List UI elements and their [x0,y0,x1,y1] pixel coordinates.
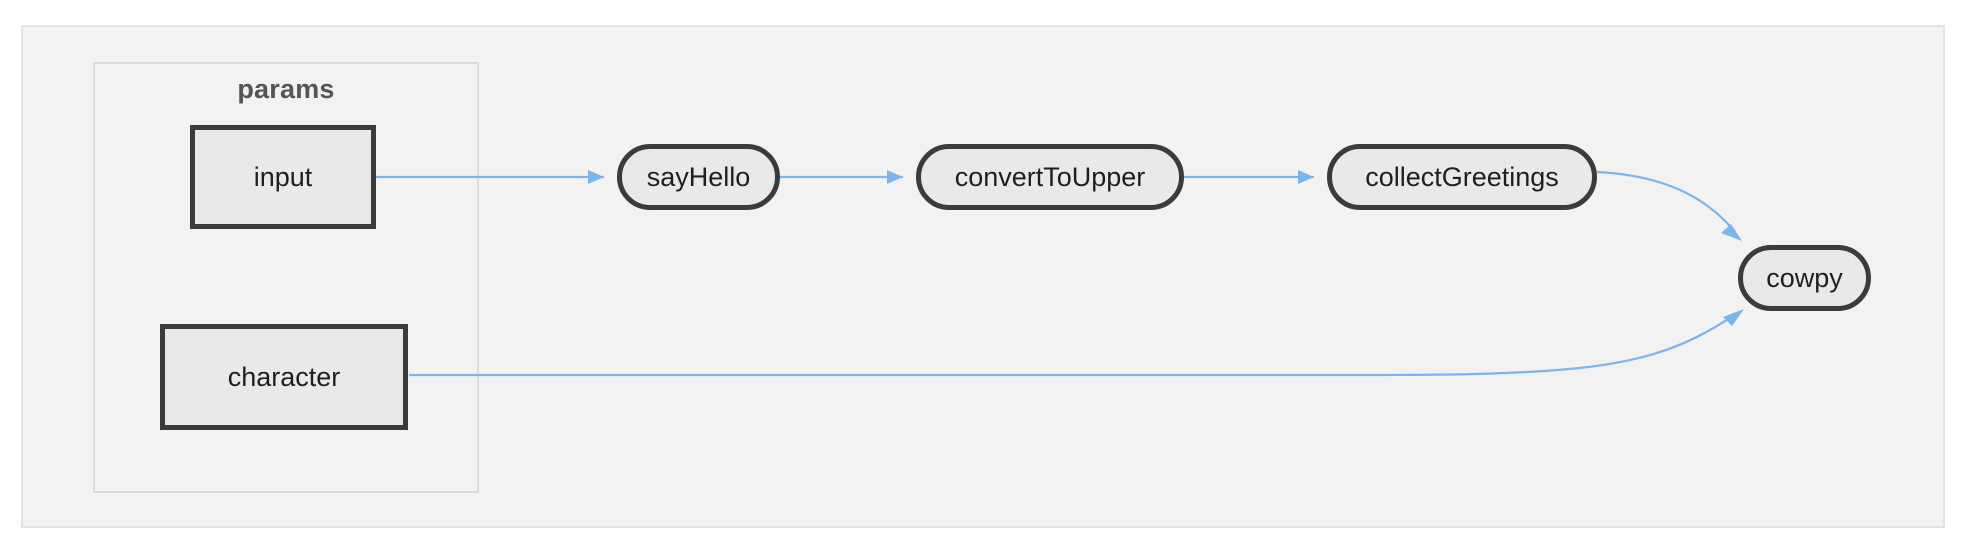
node-input-label: input [253,161,313,192]
subgraph-params-label: params [237,74,335,104]
node-sayhello-label: sayHello [646,161,751,192]
node-input[interactable]: input [190,125,376,229]
node-character[interactable]: character [160,324,408,430]
node-collectgreetings-label: collectGreetings [1365,161,1559,192]
node-cowpy[interactable]: cowpy [1738,245,1871,311]
node-collectgreetings[interactable]: collectGreetings [1327,144,1597,210]
node-sayhello[interactable]: sayHello [617,144,780,210]
node-cowpy-label: cowpy [1766,262,1843,293]
node-converttoupper[interactable]: convertToUpper [916,144,1184,210]
node-converttoupper-label: convertToUpper [954,161,1146,192]
node-character-label: character [227,361,341,392]
